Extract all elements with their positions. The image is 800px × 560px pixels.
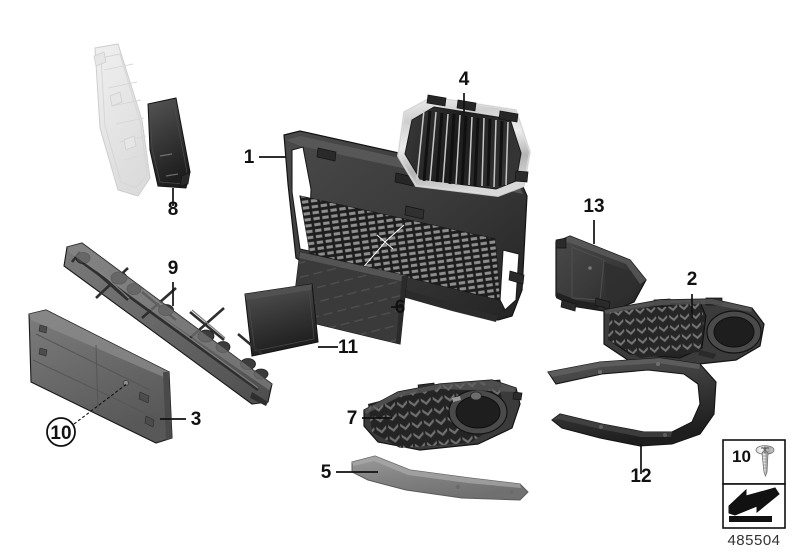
callout-4: 4 <box>459 69 470 90</box>
callout-12: 12 <box>630 466 651 487</box>
callout-2: 2 <box>687 269 698 290</box>
legend-item-number: 10 <box>732 447 751 466</box>
legend-upper-cell <box>722 439 786 485</box>
part-2-air-grille-right <box>603 297 765 367</box>
callout-7: 7 <box>347 408 358 429</box>
part-8-side-cover-panel <box>147 97 191 189</box>
callout-10-circled: 10 <box>46 417 76 447</box>
part-9-plate-carrier-bracket <box>63 242 273 406</box>
part-11-tow-hook-cover <box>244 283 319 357</box>
diagram-id-number: 485504 <box>727 532 780 549</box>
part-4-kidney-grille <box>396 94 532 198</box>
part-ghost-grille <box>93 43 151 197</box>
part-7-fog-light-grille-left <box>363 379 523 451</box>
legend-box: 10 485504 <box>722 439 786 549</box>
screw-icon <box>755 445 775 478</box>
callout-3: 3 <box>191 409 202 430</box>
callout-8: 8 <box>168 199 179 220</box>
callout-6: 6 <box>395 297 406 318</box>
callout-5: 5 <box>321 462 332 483</box>
leader-lines <box>73 93 693 474</box>
part-3-plate-base-panel <box>28 309 173 444</box>
callout-11: 11 <box>338 337 359 358</box>
callout-labels: 1 2 3 4 5 6 7 8 9 11 12 13 <box>168 69 698 487</box>
callout-10-label: 10 <box>50 423 71 444</box>
part-5-lower-trim-strip <box>351 455 529 501</box>
part-12-fog-trim-surround <box>547 357 717 447</box>
callout-13: 13 <box>583 196 604 217</box>
part-13-air-duct-channel <box>555 235 647 313</box>
leader-10-dashed <box>73 382 129 425</box>
callout-9: 9 <box>168 258 179 279</box>
arrow-icon <box>728 487 780 522</box>
callout-1: 1 <box>244 147 255 168</box>
